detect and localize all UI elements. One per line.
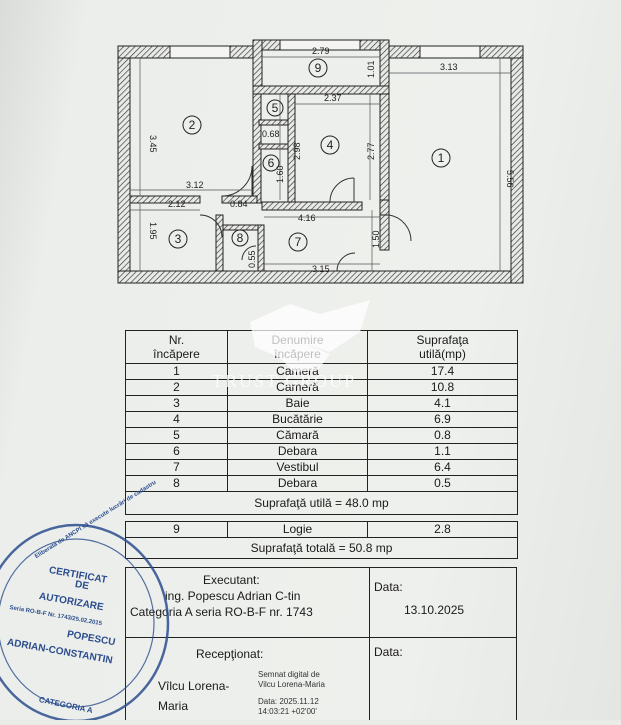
dim-label: 3.45 bbox=[148, 135, 158, 153]
dim-label: 0.68 bbox=[262, 129, 280, 139]
digital-signature: Vilcu Lorena-Maria bbox=[258, 680, 325, 689]
date-value: 13.10.2025 bbox=[404, 603, 465, 617]
room-number: 6 bbox=[268, 156, 275, 170]
room-number: 2 bbox=[189, 118, 196, 132]
room-number: 3 bbox=[175, 232, 182, 246]
dim-label: 0.84 bbox=[230, 199, 248, 209]
date-label: Data: bbox=[374, 580, 403, 594]
interior-walls bbox=[129, 85, 390, 272]
dim-label: 1.95 bbox=[148, 222, 158, 240]
header-nr: Nr. încăpere bbox=[125, 330, 228, 364]
room-number: 4 bbox=[327, 138, 334, 152]
row-area: 1.1 bbox=[367, 443, 518, 460]
row-name: Vestibul bbox=[227, 459, 368, 476]
grand-total-row: Suprafaţă totală = 50.8 mp bbox=[125, 537, 518, 559]
receptionat-name: Maria bbox=[158, 699, 189, 713]
watermark-text: TRUST GROUP bbox=[212, 371, 357, 391]
room-number: 7 bbox=[295, 235, 302, 249]
row-name: Debara bbox=[227, 475, 368, 492]
useful-total: Suprafaţă utilă = 48.0 mp bbox=[125, 491, 518, 515]
grand-total: Suprafaţă totală = 50.8 mp bbox=[125, 537, 518, 559]
digital-signature: Semnat digital de bbox=[258, 670, 320, 679]
doors bbox=[199, 165, 412, 272]
useful-total-row: Suprafaţă utilă = 48.0 mp bbox=[125, 491, 518, 515]
room-number: 8 bbox=[237, 231, 244, 245]
dim-label: 1.50 bbox=[371, 230, 381, 248]
row-nr: 5 bbox=[125, 427, 228, 444]
dim-label: 0.55 bbox=[247, 250, 257, 268]
row-area: 6.9 bbox=[367, 411, 518, 428]
row-area: 0.8 bbox=[367, 427, 518, 444]
executant-label: Executant: bbox=[203, 573, 260, 587]
dim-label: 2.98 bbox=[292, 142, 302, 160]
room-number: 5 bbox=[272, 101, 279, 115]
dimension-lines bbox=[130, 56, 511, 271]
row-name: Cămară bbox=[227, 427, 368, 444]
header-suprafata: Suprafaţa utilă(mp) bbox=[367, 330, 518, 364]
authorization-stamp: Eliberată de ANCPI să execute lucrări de… bbox=[0, 480, 178, 723]
digital-signature: 14:03:21 +02'00' bbox=[258, 707, 317, 716]
dim-label: 2.79 bbox=[312, 46, 330, 56]
table-header-row: Nr. încăpere Denumire încăpere Suprafaţa… bbox=[125, 330, 518, 364]
receptionat-label: Recepţionat: bbox=[196, 647, 264, 661]
room-number: 1 bbox=[438, 151, 445, 165]
signature-block bbox=[125, 567, 517, 720]
header-denumire: Denumire încăpere bbox=[227, 330, 368, 364]
rooms-table: Nr. încăpere Denumire încăpere Suprafaţa… bbox=[125, 330, 518, 559]
stamp-text: DE bbox=[74, 579, 90, 593]
row-area: 17.4 bbox=[367, 363, 518, 380]
windows bbox=[169, 39, 481, 59]
dim-label: 3.13 bbox=[440, 62, 458, 72]
room-circles bbox=[168, 58, 451, 252]
row-area: 4.1 bbox=[367, 395, 518, 412]
executant-certificate: Categoria A seria RO-B-F nr. 1743 bbox=[130, 605, 313, 619]
dim-label: 4.16 bbox=[298, 213, 316, 223]
executant-name: ing. Popescu Adrian C-tin bbox=[165, 589, 301, 603]
receptionat-name: Vîlcu Lorena- bbox=[158, 679, 230, 693]
row-name: Debara bbox=[227, 443, 368, 460]
row-name: Logie bbox=[227, 521, 368, 538]
row-nr: 3 bbox=[125, 395, 228, 412]
row-name: Baie bbox=[227, 395, 368, 412]
room-number: 9 bbox=[315, 61, 322, 75]
dim-label: 3.12 bbox=[186, 180, 204, 190]
dim-label: 5.56 bbox=[505, 170, 515, 188]
row-nr: 4 bbox=[125, 411, 228, 428]
dim-label: 3.15 bbox=[312, 264, 330, 274]
dim-label: 2.37 bbox=[324, 93, 342, 103]
row-nr: 7 bbox=[125, 459, 228, 476]
date-label: Data: bbox=[374, 645, 403, 659]
floor-plan: 2.79 1.01 3.13 2.37 3.45 0.68 2.98 2.77 … bbox=[117, 39, 524, 284]
row-name: Bucătărie bbox=[227, 411, 368, 428]
dim-label: 1.01 bbox=[366, 60, 376, 78]
row-nr: 6 bbox=[125, 443, 228, 460]
row-area: 10.8 bbox=[367, 379, 518, 396]
dim-label: 2.12 bbox=[168, 199, 186, 209]
row-area: 2.8 bbox=[367, 521, 518, 538]
dim-label: 2.77 bbox=[366, 142, 376, 160]
row-area: 0.5 bbox=[367, 475, 518, 492]
dim-label: 1.60 bbox=[275, 165, 285, 183]
row-area: 6.4 bbox=[367, 459, 518, 476]
digital-signature: Data: 2025.11.12 bbox=[258, 697, 319, 706]
table-separator bbox=[125, 514, 518, 522]
